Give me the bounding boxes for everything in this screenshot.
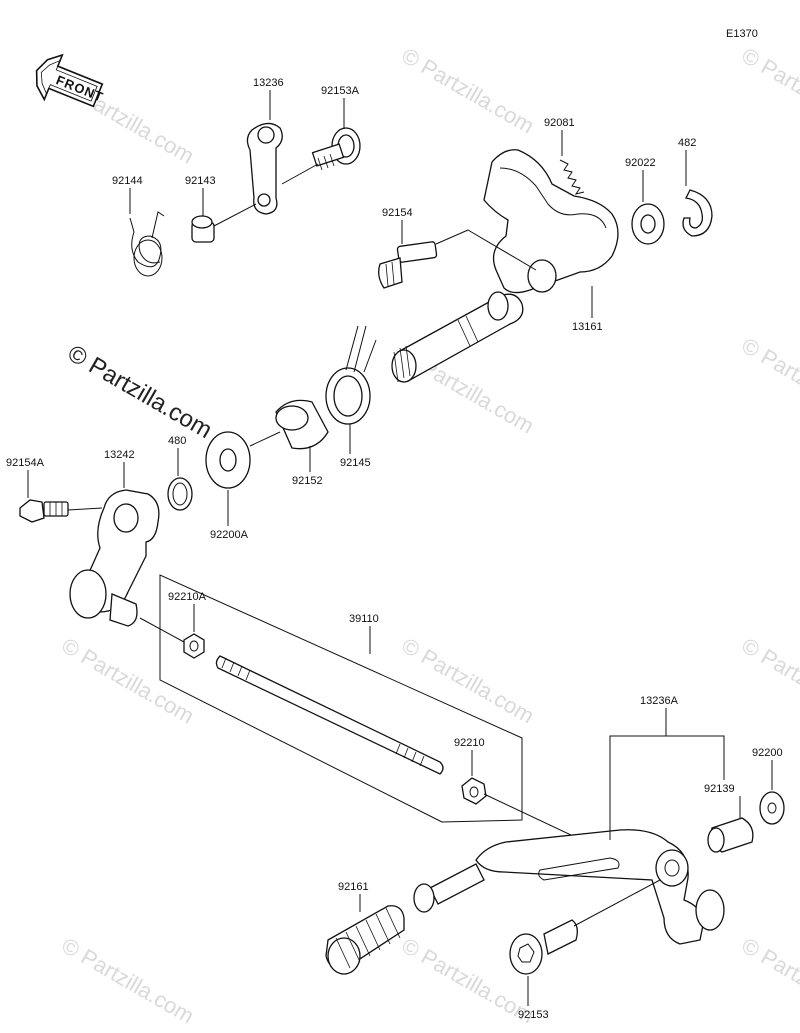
- part-92154A-bolt: [19, 499, 69, 523]
- leader-line: [249, 431, 281, 447]
- part-92161-footpeg-rubber: [325, 863, 485, 975]
- part-92200-washer: [759, 791, 785, 825]
- part-13161-shift-shaft: [391, 149, 619, 383]
- part-92139-collar: [707, 817, 754, 853]
- label-13236: 13236: [253, 77, 284, 89]
- label-92153A: 92153A: [321, 85, 360, 97]
- part-labels: 13236 92153A 92144 92143 92081 482 92022…: [6, 77, 783, 1021]
- label-13161: 13161: [572, 321, 603, 333]
- part-92210-nut: [461, 777, 487, 805]
- label-92154A: 92154A: [6, 457, 45, 469]
- label-92145: 92145: [340, 457, 371, 469]
- label-482: 482: [678, 137, 696, 149]
- label-92143: 92143: [185, 175, 216, 187]
- label-92152: 92152: [292, 475, 323, 487]
- leader-line: [573, 879, 661, 927]
- watermark: © Partzilla.com: [398, 43, 539, 139]
- label-92200A: 92200A: [210, 529, 249, 541]
- part-482-circlip: [682, 189, 713, 237]
- label-92139: 92139: [704, 783, 735, 795]
- spline-teeth: [393, 345, 411, 383]
- part-92022-washer: [631, 203, 665, 245]
- part-92200A-washer: [205, 431, 251, 489]
- label-92153: 92153: [518, 1009, 549, 1021]
- leader-line: [67, 507, 103, 511]
- part-92143-collar: [191, 215, 215, 243]
- watermark: © Partzilla.com: [738, 933, 800, 1029]
- leader-line: [435, 229, 469, 245]
- label-92210: 92210: [454, 737, 485, 749]
- part-92144-spring: [129, 211, 165, 277]
- label-92144: 92144: [112, 175, 143, 187]
- part-13236A-pedal-arm: [475, 829, 725, 945]
- part-92152-collar: [275, 399, 329, 450]
- label-92200: 92200: [752, 747, 783, 759]
- leader-line: [467, 229, 537, 271]
- watermark: © Partzilla.com: [58, 633, 199, 729]
- leader-line: [139, 617, 185, 643]
- diagram-code: E1370: [726, 28, 758, 40]
- label-13236A: 13236A: [640, 695, 679, 707]
- label-92154: 92154: [382, 207, 413, 219]
- part-39110-bracket-frame: [159, 574, 523, 823]
- part-92154-bolt: [378, 241, 438, 289]
- part-92145-spring: [325, 325, 377, 425]
- label-92210A: 92210A: [168, 591, 207, 603]
- watermark: © Partzilla.com: [738, 43, 800, 139]
- watermark-pattern: © Partzilla.com © Partzilla.com © Partzi…: [58, 43, 800, 1029]
- label-480: 480: [168, 435, 186, 447]
- label-39110: 39110: [349, 613, 379, 625]
- part-13236-arm: [246, 122, 283, 215]
- part-92153-bolt: [509, 919, 578, 975]
- leader-line: [213, 203, 257, 227]
- label-13242: 13242: [104, 449, 135, 461]
- part-92153A-bolt: [311, 127, 361, 171]
- label-92081: 92081: [544, 117, 575, 129]
- part-92081-spring: [559, 159, 585, 195]
- part-92210A-nut: [183, 633, 205, 659]
- leader-line: [281, 163, 319, 185]
- part-39110-rod: [215, 655, 444, 775]
- watermark: © Partzilla.com: [58, 933, 199, 1029]
- partzilla-watermark: © Partzilla.com: [63, 340, 217, 444]
- watermark: © Partzilla.com: [738, 633, 800, 729]
- label-92022: 92022: [625, 157, 656, 169]
- label-92161: 92161: [338, 881, 369, 893]
- front-arrow-icon: FRONT: [35, 53, 106, 108]
- part-480-circlip: [167, 477, 193, 511]
- part-13242-lever: [69, 489, 160, 627]
- watermark: © Partzilla.com: [738, 333, 800, 429]
